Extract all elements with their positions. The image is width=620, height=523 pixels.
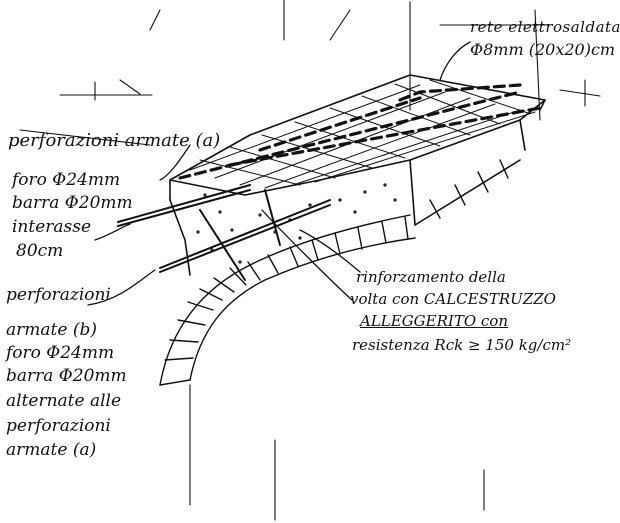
- perforations-c-label: perforazioni: [6, 416, 111, 436]
- perforations-b-title: perforazioni: [6, 285, 111, 305]
- reinforcement-line-4: resistenza Rck ≥ 150 kg/cm²: [352, 336, 572, 354]
- reinforcement-line-1: rinforzamento della: [356, 268, 506, 286]
- reinforcement-line-2: volta con CALCESTRUZZO: [350, 290, 556, 308]
- armed-b-label: armate (b): [6, 320, 97, 340]
- bar-b-label: barra Φ20mm: [6, 366, 127, 386]
- perforation-bars-a: [117, 184, 331, 281]
- alternate-label: alternate alle: [6, 391, 122, 411]
- hole-a-label: foro Φ24mm: [12, 170, 121, 190]
- slab-outline: [169, 74, 546, 276]
- mesh-spec-label: Φ8mm (20x20)cm: [470, 40, 616, 59]
- spacing-label: interasse: [12, 217, 92, 237]
- concrete-infill: [196, 183, 397, 264]
- construction-lines: [19, 0, 601, 521]
- armed-c-label: armate (a): [6, 440, 97, 460]
- spacing-value: 80cm: [16, 241, 64, 261]
- leader-lines: [87, 41, 471, 306]
- bar-a-label: barra Φ20mm: [12, 193, 133, 213]
- perforations-a-title: perforazioni armate (a): [8, 130, 221, 151]
- mesh-label: rete elettrosaldata: [470, 18, 620, 36]
- reinforcement-line-3: ALLEGGERITO con: [360, 312, 509, 330]
- brick-vault: [159, 159, 509, 386]
- dashed-bars: [178, 83, 542, 180]
- hole-b-label: foro Φ24mm: [6, 343, 115, 363]
